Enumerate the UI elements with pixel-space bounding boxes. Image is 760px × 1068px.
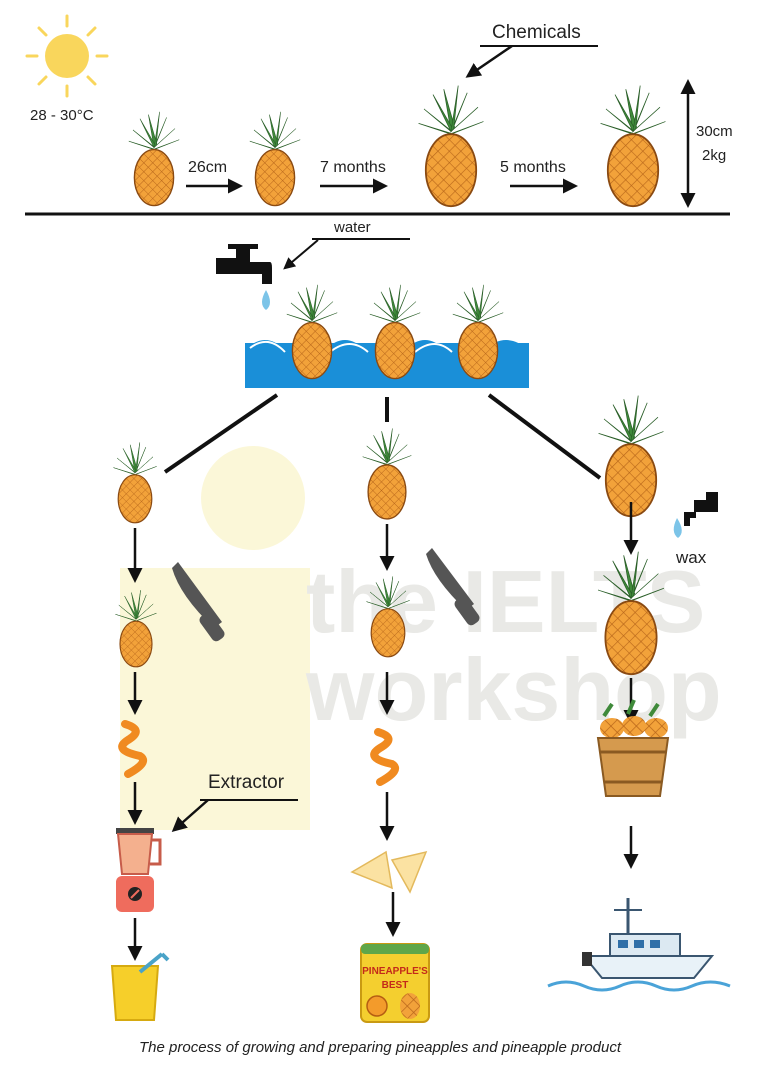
knife-icon [426,548,480,626]
can-brand-line2: BEST [382,980,409,991]
boat-icon [547,898,731,992]
tap-icon [216,244,272,310]
diagram-caption: The process of growing and preparing pin… [139,1039,622,1056]
knife-icon [172,562,225,642]
left-pineapple [112,441,158,524]
chemicals-arrow [465,44,513,78]
peel-icon [118,720,147,778]
pineapple-stage-3 [417,84,485,208]
juice-icon [110,952,170,1021]
water-label: water [333,219,371,236]
washed-pineapple-1 [286,284,338,380]
basket-icon [596,699,670,797]
pineapple-stage-2 [249,111,301,207]
spacing-label: 26cm [188,159,227,176]
water-arrow [283,239,319,270]
can-icon: PINEAPPLE'S BEST [360,943,430,1023]
weight-label: 2kg [702,147,726,164]
pineapple-stage-4 [599,84,667,208]
blender-icon [116,828,162,912]
height-label: 30cm [696,123,733,140]
wax-tap-icon [673,492,718,538]
months-label-1: 7 months [320,159,386,176]
extractor-arrow [171,799,209,832]
extractor-label: Extractor [208,772,285,793]
chemicals-label: Chemicals [492,22,581,43]
washed-pineapple-3 [452,284,504,380]
washed-pineapple-2 [369,284,421,380]
pineapple-chunks [350,850,428,894]
right-pineapple [597,394,665,518]
branch-left [163,393,279,474]
pineapple-stage-1 [128,111,180,207]
sun-icon [25,14,109,98]
wax-label: wax [675,548,707,567]
months-label-2: 5 months [500,159,566,176]
temperature-label: 28 - 30°C [30,107,94,124]
middle-pineapple [362,427,412,520]
peel-icon [370,728,399,786]
can-brand-line1: PINEAPPLE'S [362,966,428,977]
branch-right [487,393,602,480]
